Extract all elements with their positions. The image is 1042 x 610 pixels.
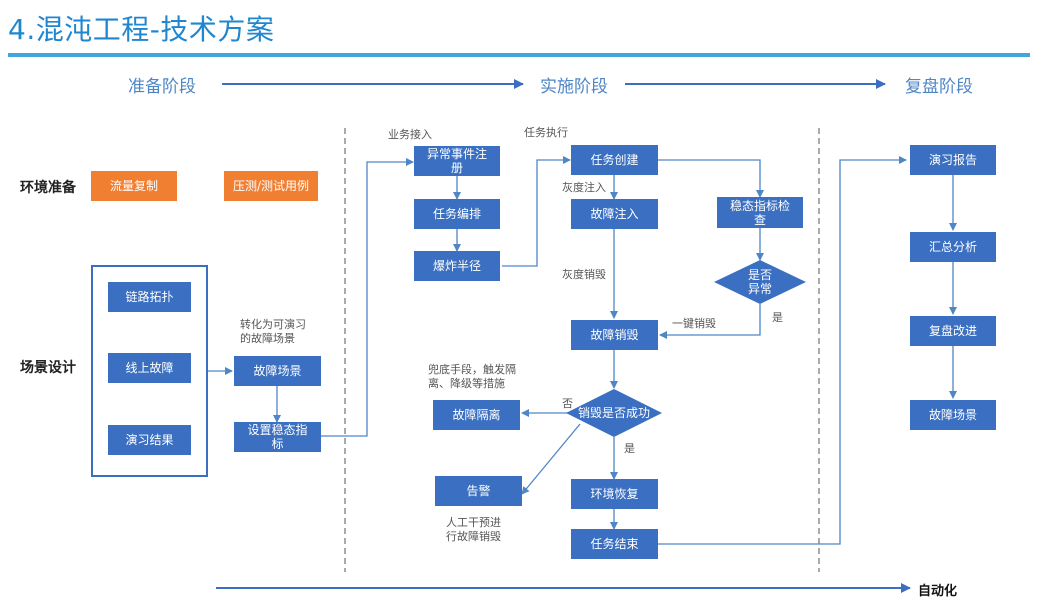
online-fault-box: 线上故障 [108, 353, 191, 383]
row-label-env: 环境准备 [20, 180, 76, 196]
is-abnormal-diamond [714, 260, 806, 304]
automation-label: 自动化 [918, 584, 958, 599]
destroy-success-diamond [566, 389, 662, 437]
is-abnormal-label: 是否 异常 [747, 268, 772, 296]
convert-note: 转化为可演习 的故障场景 [240, 318, 306, 345]
fault-destroy-box: 故障销毁 [571, 320, 658, 350]
gray-inject-note: 灰度注入 [562, 181, 606, 194]
task-schedule-box: 任务编排 [414, 199, 500, 229]
fault-inject-box: 故障注入 [571, 199, 658, 229]
task-exec-note: 任务执行 [524, 126, 568, 139]
drill-report-box: 演习报告 [910, 145, 996, 175]
steady-check-box: 稳态指标检 查 [717, 197, 803, 228]
alarm-box: 告警 [435, 476, 522, 506]
traffic-copy-box: 流量复制 [91, 171, 177, 201]
fault-isolate-box: 故障隔离 [433, 400, 520, 430]
row-label-scenario: 场景设计 [20, 360, 76, 376]
phase-implement: 实施阶段 [540, 77, 608, 97]
link-topology-box: 链路拓扑 [108, 282, 191, 312]
gray-destroy-note: 灰度销毁 [562, 268, 606, 281]
fallback-note: 兜底手段，触发隔 离、降级等措施 [428, 363, 516, 390]
page-title: 4.混沌工程-技术方案 [8, 13, 275, 46]
one-key-destroy-note: 一键销毁 [672, 317, 716, 330]
task-end-box: 任务结束 [571, 529, 658, 559]
scenario-source-frame [91, 265, 208, 477]
stress-test-box: 压测/测试用例 [224, 171, 318, 201]
fault-scene-box: 故障场景 [234, 356, 321, 386]
drill-result-box: 演习结果 [108, 425, 191, 455]
env-restore-box: 环境恢复 [571, 479, 658, 509]
exception-register-box: 异常事件注 册 [414, 146, 500, 176]
yes-note-1: 是 [772, 311, 783, 324]
biz-access-note: 业务接入 [388, 128, 432, 141]
summary-box: 汇总分析 [910, 232, 996, 262]
yes-note-2: 是 [624, 442, 635, 455]
no-note: 否 [562, 397, 573, 410]
task-create-box: 任务创建 [571, 145, 658, 175]
improve-box: 复盘改进 [910, 316, 996, 346]
set-indicator-box: 设置稳态指 标 [234, 422, 321, 452]
phase-prepare: 准备阶段 [128, 77, 196, 97]
title-underline [8, 53, 1030, 57]
blast-radius-box: 爆炸半径 [414, 251, 500, 281]
manual-note: 人工干预进 行故障销毁 [446, 516, 501, 543]
review-fault-scene-box: 故障场景 [910, 400, 996, 430]
phase-review: 复盘阶段 [905, 77, 973, 97]
destroy-success-label: 销毁是否成功 [577, 406, 650, 420]
